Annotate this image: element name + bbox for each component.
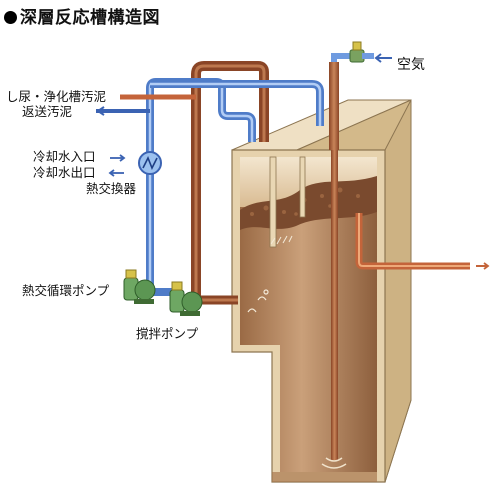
cooling-out-label: 冷却水出口 (33, 165, 96, 180)
tank-interior (240, 205, 377, 472)
heat-exchange-pipe (146, 78, 324, 296)
cooling-in-label: 冷却水入口 (33, 149, 96, 164)
cooling-in-arrow-icon (110, 154, 126, 162)
heat-exchanger-label: 熱交換器 (86, 181, 137, 196)
air-label: 空気 (397, 57, 425, 73)
sludge-in-label: し尿・浄化槽汚泥 (6, 89, 107, 104)
stir-circulation-pipe (191, 61, 269, 305)
page-title: 深層反応槽構造図 (4, 3, 160, 28)
air-pipe (321, 53, 352, 469)
cooling-out-arrow-icon (108, 169, 124, 177)
stir-pump-label: 撹拌ポンプ (136, 326, 199, 341)
bullet-icon (4, 11, 17, 24)
stir-pump-icon (169, 281, 203, 316)
circulation-pump-label: 熱交循環ポンプ (22, 283, 110, 298)
title-text: 深層反応槽構造図 (20, 8, 160, 28)
partition-wall-right (299, 156, 306, 218)
return-sludge-pipe (96, 106, 150, 116)
heat-exchanger-icon (138, 151, 162, 175)
partition-wall-left (269, 156, 277, 248)
reaction-tank (231, 99, 412, 483)
return-sludge-label: 返送汚泥 (22, 104, 73, 119)
valve-icon (349, 41, 374, 63)
air-inlet-arrow-icon (374, 53, 392, 63)
circulation-pump-icon (123, 269, 156, 304)
outflow-pipe (355, 213, 490, 270)
